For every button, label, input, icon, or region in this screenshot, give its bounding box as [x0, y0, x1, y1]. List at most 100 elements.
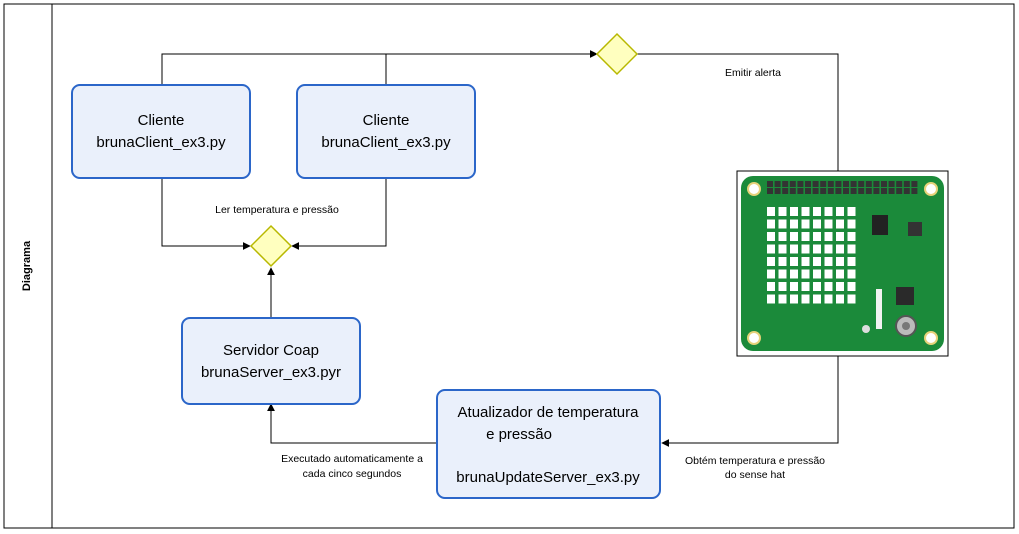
header-pin	[774, 188, 781, 194]
updater-file: bruna​UpdateServer_ex3.py	[456, 469, 640, 486]
edge-client2-to-read-gateway	[291, 178, 387, 250]
header-pin	[881, 188, 887, 194]
led-pixel	[790, 282, 798, 291]
led-pixel	[813, 269, 821, 279]
led-pixel	[813, 232, 821, 241]
header-pin	[812, 181, 819, 187]
header-pin	[812, 188, 819, 194]
led-matrix	[767, 207, 856, 304]
client1-title: Cliente	[138, 112, 185, 129]
header-pin	[843, 181, 849, 187]
header-pin	[911, 181, 918, 187]
header-pin	[858, 188, 865, 194]
led-pixel	[836, 207, 844, 216]
header-pin	[888, 188, 895, 194]
led-pixel	[801, 282, 810, 291]
led-pixel	[847, 219, 856, 229]
led-pixel	[847, 207, 856, 216]
client1-task: Cliente brunaClient_ex3.py	[71, 84, 251, 179]
led-pixel	[813, 244, 821, 254]
gpio-header	[767, 181, 918, 194]
led-pixel	[801, 294, 810, 304]
header-pin	[911, 188, 918, 194]
led-pixel	[778, 269, 787, 279]
header-pin	[850, 188, 857, 194]
led-pixel	[847, 232, 856, 241]
client1-file: brunaClient_ex3.py	[96, 134, 226, 151]
led-pixel	[801, 244, 810, 254]
led-pixel	[767, 294, 775, 304]
header-pin	[782, 181, 789, 187]
led-pixel	[813, 294, 821, 304]
led-pixel	[778, 282, 787, 291]
header-pin	[789, 188, 796, 194]
led-pixel	[801, 219, 810, 229]
led-pixel	[836, 232, 844, 241]
header-pin	[858, 181, 865, 187]
led-pixel	[767, 282, 775, 291]
led-pixel	[836, 219, 844, 229]
led-pixel	[813, 219, 821, 229]
led-pixel	[824, 282, 833, 291]
header-pin	[873, 181, 880, 187]
header-pin	[888, 181, 895, 187]
label-auto-1: Executado automaticamente a	[281, 453, 423, 465]
led-pixel	[836, 294, 844, 304]
pool-label: Diagrama	[21, 240, 33, 291]
led-pixel	[790, 244, 798, 254]
edge-client1-to-read-gateway	[161, 178, 251, 250]
header-pin	[805, 181, 811, 187]
edge-updater-to-server	[267, 403, 437, 444]
led-pixel	[767, 219, 775, 229]
led-pixel	[847, 257, 856, 266]
label-read: Ler temperatura e pressão	[215, 204, 339, 216]
updater-task: Atualizador de temperatura e pressão bru…	[436, 389, 661, 499]
led-pixel	[790, 232, 798, 241]
led-pixel	[767, 244, 775, 254]
header-pin	[805, 188, 811, 194]
header-pin	[865, 181, 872, 187]
label-auto-2: cada cinco segundos	[303, 468, 402, 480]
header-pin	[827, 181, 834, 187]
led-pixel	[778, 207, 787, 216]
led-pixel	[813, 207, 821, 216]
led-pixel	[801, 207, 810, 216]
header-pin	[881, 181, 887, 187]
header-pin	[767, 188, 773, 194]
led-pixel	[767, 257, 775, 266]
led-pixel	[824, 294, 833, 304]
led-pixel	[767, 269, 775, 279]
led-pixel	[778, 232, 787, 241]
label-obtain-2: do sense hat	[725, 469, 785, 481]
server-file: brunaServer_ex3.pyr	[201, 364, 341, 381]
label-alert: Emitir alerta	[725, 67, 781, 79]
led-pixel	[801, 257, 810, 266]
led-pixel	[836, 244, 844, 254]
server-title: Servidor Coap	[223, 342, 319, 359]
led-pixel	[813, 257, 821, 266]
led-pixel	[824, 269, 833, 279]
led-pixel	[836, 257, 844, 266]
led-pixel	[847, 269, 856, 279]
led-pixel	[847, 282, 856, 291]
header-pin	[782, 188, 789, 194]
header-pin	[789, 181, 796, 187]
edge-alert-to-sensehat	[637, 53, 842, 179]
header-pin	[797, 181, 804, 187]
led-pixel	[767, 232, 775, 241]
header-pin	[774, 181, 781, 187]
led-pixel	[778, 219, 787, 229]
server-task: Servidor Coap brunaServer_ex3.pyr	[181, 317, 361, 405]
label-obtain-1: Obtém temperatura e pressão	[685, 455, 825, 467]
led-pixel	[790, 294, 798, 304]
header-pin	[896, 188, 903, 194]
header-pin	[865, 188, 872, 194]
header-pin	[896, 181, 903, 187]
edge-sensehat-to-updater	[661, 356, 839, 447]
led-pixel	[801, 269, 810, 279]
read-gateway	[249, 224, 293, 268]
connectors	[161, 50, 842, 447]
updater-title: Atualizador de temperatura	[458, 404, 640, 421]
led-pixel	[847, 244, 856, 254]
header-pin	[835, 188, 842, 194]
